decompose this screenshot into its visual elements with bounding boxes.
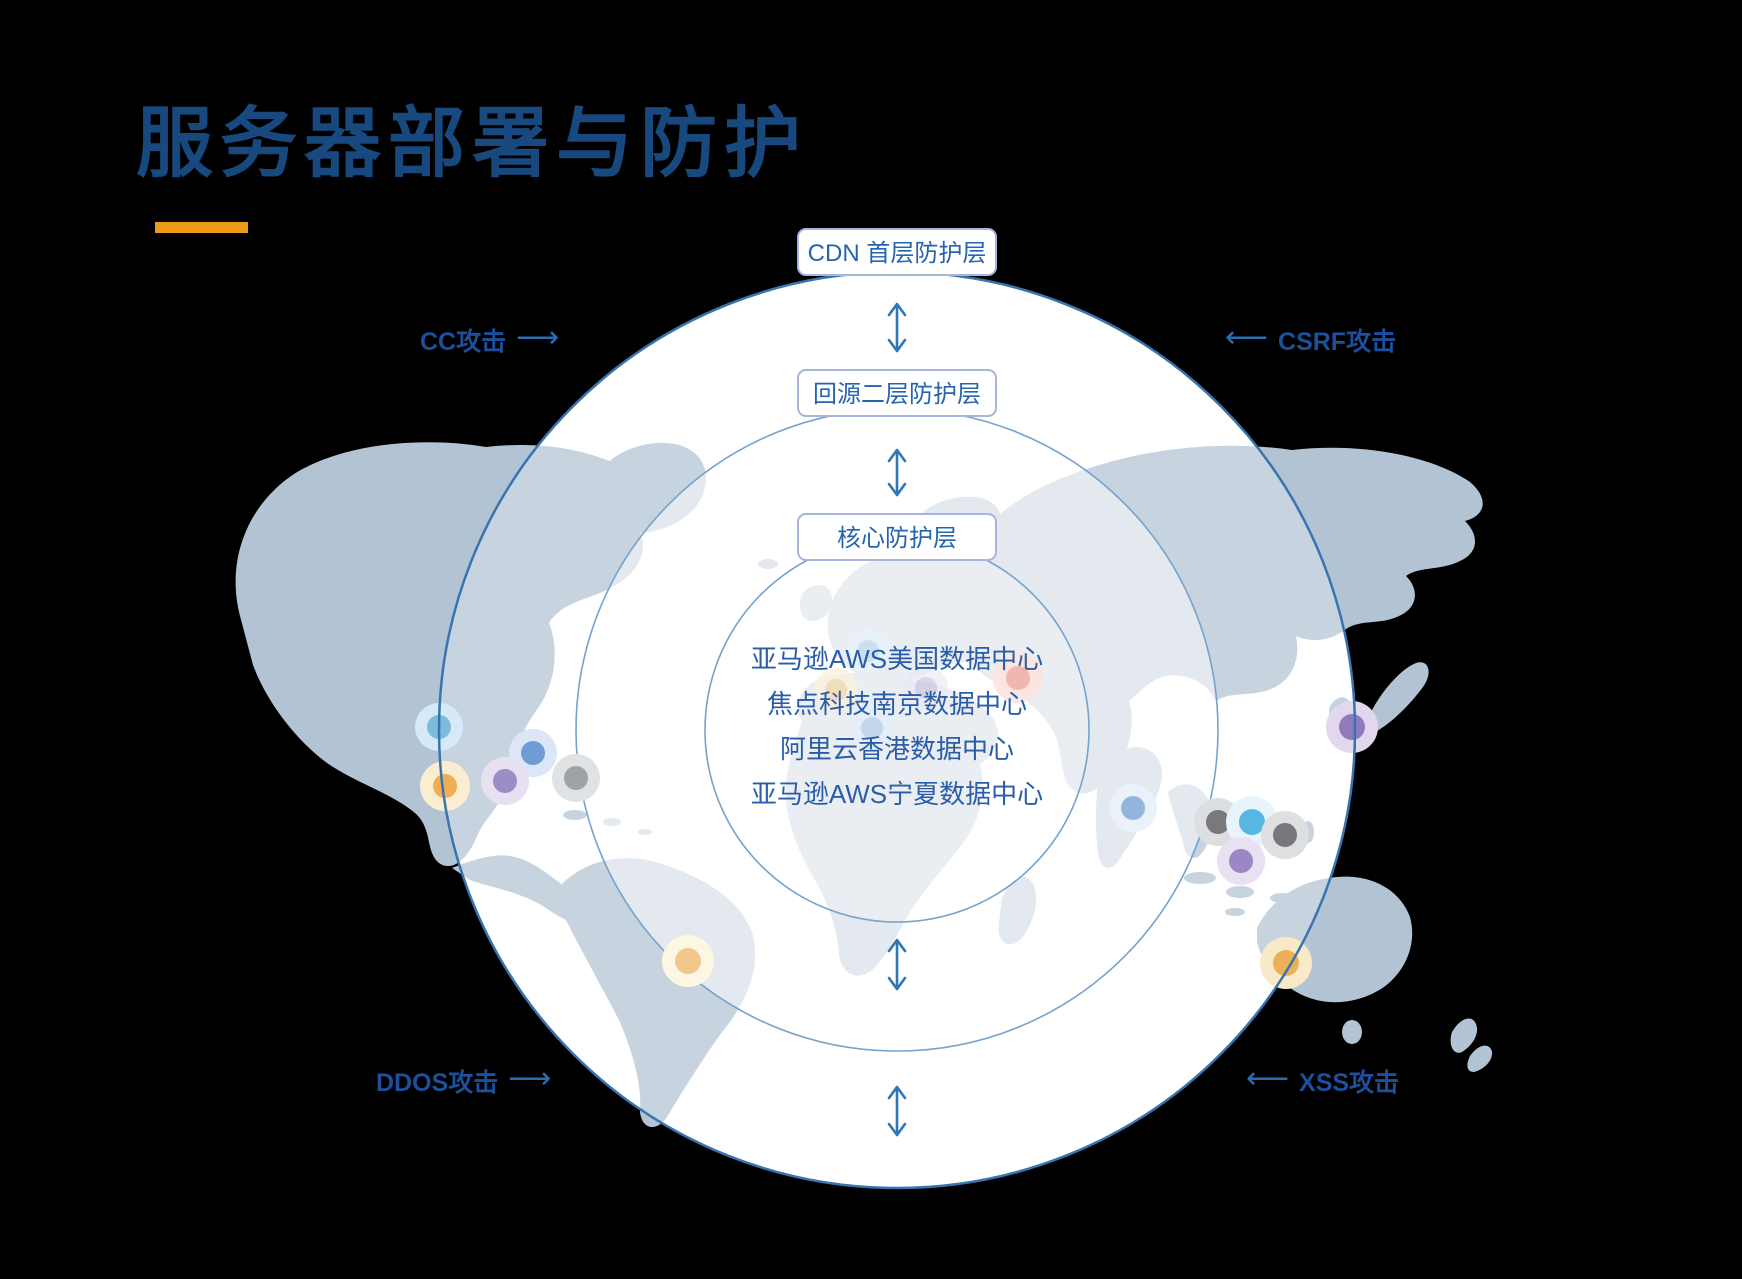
attack-ddos-text: DDOS攻击 — [376, 1069, 499, 1097]
marker-center-purple-faint — [904, 666, 948, 710]
attack-cc-text: CC攻击 — [420, 328, 507, 356]
arrow-left-icon: ⟵ — [1225, 321, 1269, 354]
marker-australia-orange — [1260, 937, 1312, 989]
marker-india-blue — [1109, 784, 1157, 832]
flow-arrow-origin-core — [887, 448, 907, 497]
data-center-list: 亚马逊AWS美国数据中心 焦点科技南京数据中心 阿里云香港数据中心 亚马逊AWS… — [751, 637, 1043, 817]
flow-arrow-outer-bottom — [887, 1085, 907, 1137]
data-center-item: 亚马逊AWS美国数据中心 — [750, 644, 1044, 674]
marker-us-central-purple — [481, 757, 529, 805]
marker-south-america-orange — [662, 935, 714, 987]
attack-csrf-text: CSRF攻击 — [1278, 328, 1397, 356]
attack-label-xss: ⟵ XSS攻击 — [1246, 1063, 1399, 1099]
page-title: 服务器部署与防护 — [136, 100, 808, 187]
attack-label-csrf: ⟵ CSRF攻击 — [1225, 322, 1396, 358]
layer-label-origin: 回源二层防护层 — [797, 369, 997, 417]
marker-center-lightblue-faint — [850, 706, 894, 750]
arrow-left-icon: ⟵ — [1246, 1062, 1290, 1095]
attack-xss-text: XSS攻击 — [1299, 1069, 1400, 1097]
map-markers-layer — [415, 629, 1378, 989]
flow-arrow-core-bottom — [887, 938, 907, 991]
arrow-right-icon: ⟶ — [516, 321, 560, 354]
marker-us-southwest-orange — [420, 761, 470, 811]
marker-center-orange-faint — [814, 668, 858, 712]
layer-label-core: 核心防护层 — [797, 513, 997, 561]
marker-europe-red — [993, 653, 1043, 703]
marker-center-blue-faint — [846, 629, 890, 673]
marker-asia-gray-east — [1261, 811, 1309, 859]
marker-us-east-gray — [552, 754, 600, 802]
data-center-item: 焦点科技南京数据中心 — [766, 689, 1028, 719]
title-accent-bar — [155, 222, 248, 233]
marker-sea-purple — [1217, 837, 1265, 885]
attack-label-ddos: DDOS攻击 ⟶ — [376, 1063, 551, 1099]
layer-label-cdn: CDN 首层防护层 — [797, 228, 997, 276]
marker-japan-purple — [1326, 701, 1378, 753]
data-center-item: 亚马逊AWS宁夏数据中心 — [750, 779, 1044, 809]
data-center-item: 阿里云香港数据中心 — [779, 734, 1015, 764]
attack-label-cc: CC攻击 ⟶ — [420, 322, 559, 358]
arrow-right-icon: ⟶ — [508, 1062, 552, 1095]
flow-arrow-cdn-origin — [887, 302, 907, 353]
